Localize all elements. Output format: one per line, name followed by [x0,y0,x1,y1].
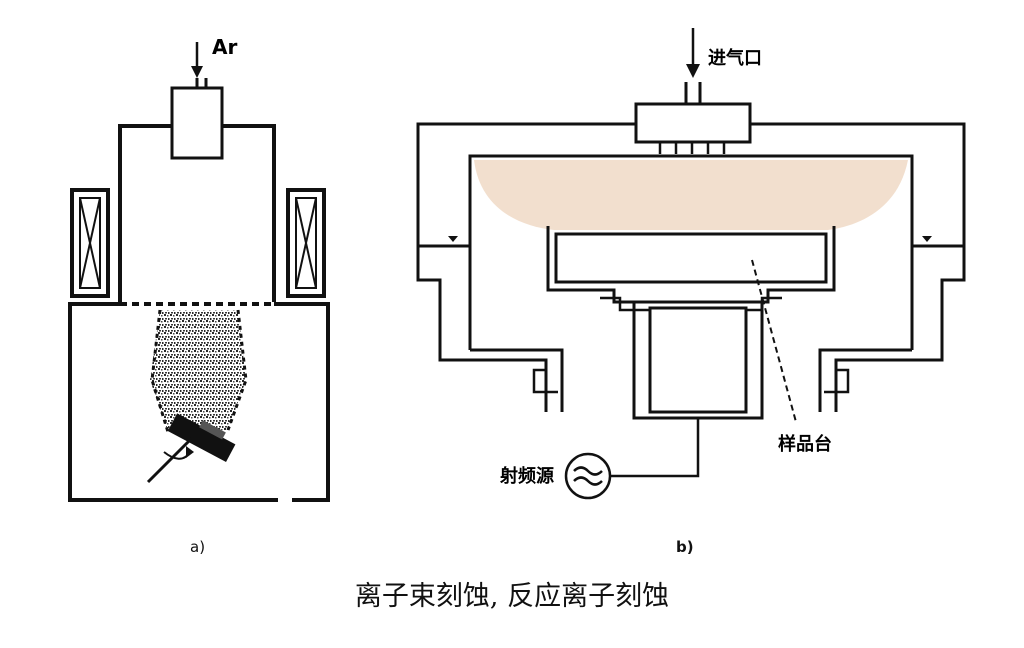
outer-chamber-left [416,122,636,412]
right-magnet-coil [286,188,326,298]
panel-a-ion-beam-etching: Ar [56,20,358,520]
gas-inlet-arrow [191,42,203,78]
rf-source-label: 射频源 [499,465,554,487]
stage-shield [546,226,836,304]
stage-leader-line [751,259,797,423]
stage-pedestal [648,306,748,414]
ion-beam [150,310,246,432]
plasma-glow [474,160,908,230]
gas-nozzle [170,86,224,160]
inlet-label: 进气口 [708,47,762,69]
inner-chamber [468,154,914,350]
rie-diagram: 进气口 射频 [416,28,966,500]
ion-source-chamber [118,124,276,302]
tilted-sample-holder [167,413,236,462]
gas-label-ar: Ar [212,35,237,59]
gas-manifold [634,102,752,144]
rf-feed-line [610,418,700,478]
rotation-shaft [146,436,194,484]
sample-stage-electrode [554,232,828,284]
sublabel-b: b) [676,538,694,556]
outer-chamber-right [750,122,966,412]
stage-label: 样品台 [778,433,832,455]
ion-beam-diagram: Ar [68,35,330,502]
gas-inlet-arrow [686,28,700,78]
sublabel-a: a) [190,538,206,556]
figure-caption: 离子束刻蚀, 反应离子刻蚀 [354,581,670,612]
panel-b-reactive-ion-etching: 进气口 射频 [378,20,992,520]
left-magnet-coil [70,188,110,298]
process-chamber [68,302,330,502]
rf-source-symbol [564,452,612,500]
